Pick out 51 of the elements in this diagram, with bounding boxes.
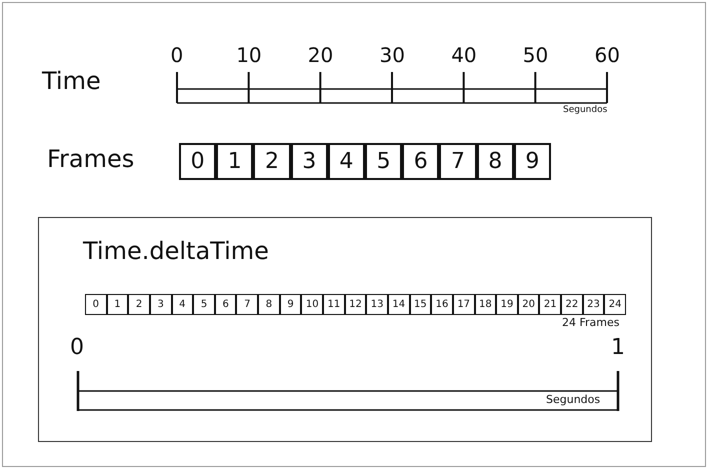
panel-title: Time.deltaTime: [83, 238, 269, 266]
frame-cell: 7: [236, 294, 258, 315]
tick-label: 50: [522, 44, 548, 67]
frame-cell: 4: [172, 294, 194, 315]
frame-cell: 17: [452, 294, 474, 315]
frame-cell: 13: [366, 294, 388, 315]
frame-cell: 9: [280, 294, 302, 315]
tick-label: 0: [70, 335, 84, 360]
frame-cell: 3: [150, 294, 172, 315]
unit-label: Segundos: [546, 394, 600, 407]
frame-cell: 21: [539, 294, 562, 315]
frame-cell: 15: [410, 294, 432, 315]
tick-label: 20: [308, 44, 334, 67]
frame-cell: 22: [561, 294, 583, 315]
frame-cell: 0: [85, 294, 107, 315]
frame-cell: 7: [439, 143, 477, 180]
tick-label: 30: [380, 44, 405, 67]
frame-count-label: 24 Frames: [562, 317, 620, 330]
frame-cell: 2: [253, 143, 291, 180]
frame-cell: 0: [179, 143, 216, 180]
row-label: Frames: [47, 146, 134, 174]
tick-label: 10: [236, 44, 262, 67]
frame-cell: 23: [582, 294, 604, 315]
frame-cell: 1: [106, 294, 128, 315]
frame-cell: 6: [214, 294, 236, 315]
unit-label: Segundos: [563, 105, 608, 116]
frame-cell: 8: [476, 143, 514, 180]
frame-cell: 24: [604, 294, 626, 315]
frame-cell: 8: [258, 294, 280, 315]
frame-cell: 19: [496, 294, 518, 315]
frame-cell: 3: [290, 143, 328, 180]
frame-cell: 11: [323, 294, 345, 315]
frame-cell: 12: [344, 294, 366, 315]
frame-cell: 14: [388, 294, 410, 315]
tick-label: 40: [451, 44, 477, 67]
panel-box: [38, 217, 652, 442]
frame-cell: 5: [193, 294, 215, 315]
frame-cell: 9: [514, 143, 551, 180]
frame-cell: 18: [474, 294, 496, 315]
frame-cell: 10: [301, 294, 324, 315]
frame-cell: 1: [216, 143, 254, 180]
frame-cell: 16: [431, 294, 453, 315]
tick-label: 1: [611, 335, 625, 360]
frame-cell: 2: [128, 294, 150, 315]
tick-label: 60: [594, 44, 620, 67]
frame-cell: 5: [365, 143, 402, 180]
frame-cell: 6: [402, 143, 440, 180]
tick-label: 0: [170, 44, 184, 67]
row-label: Time: [42, 68, 101, 96]
frame-cell: 4: [328, 143, 365, 180]
frame-cell: 20: [518, 294, 540, 315]
